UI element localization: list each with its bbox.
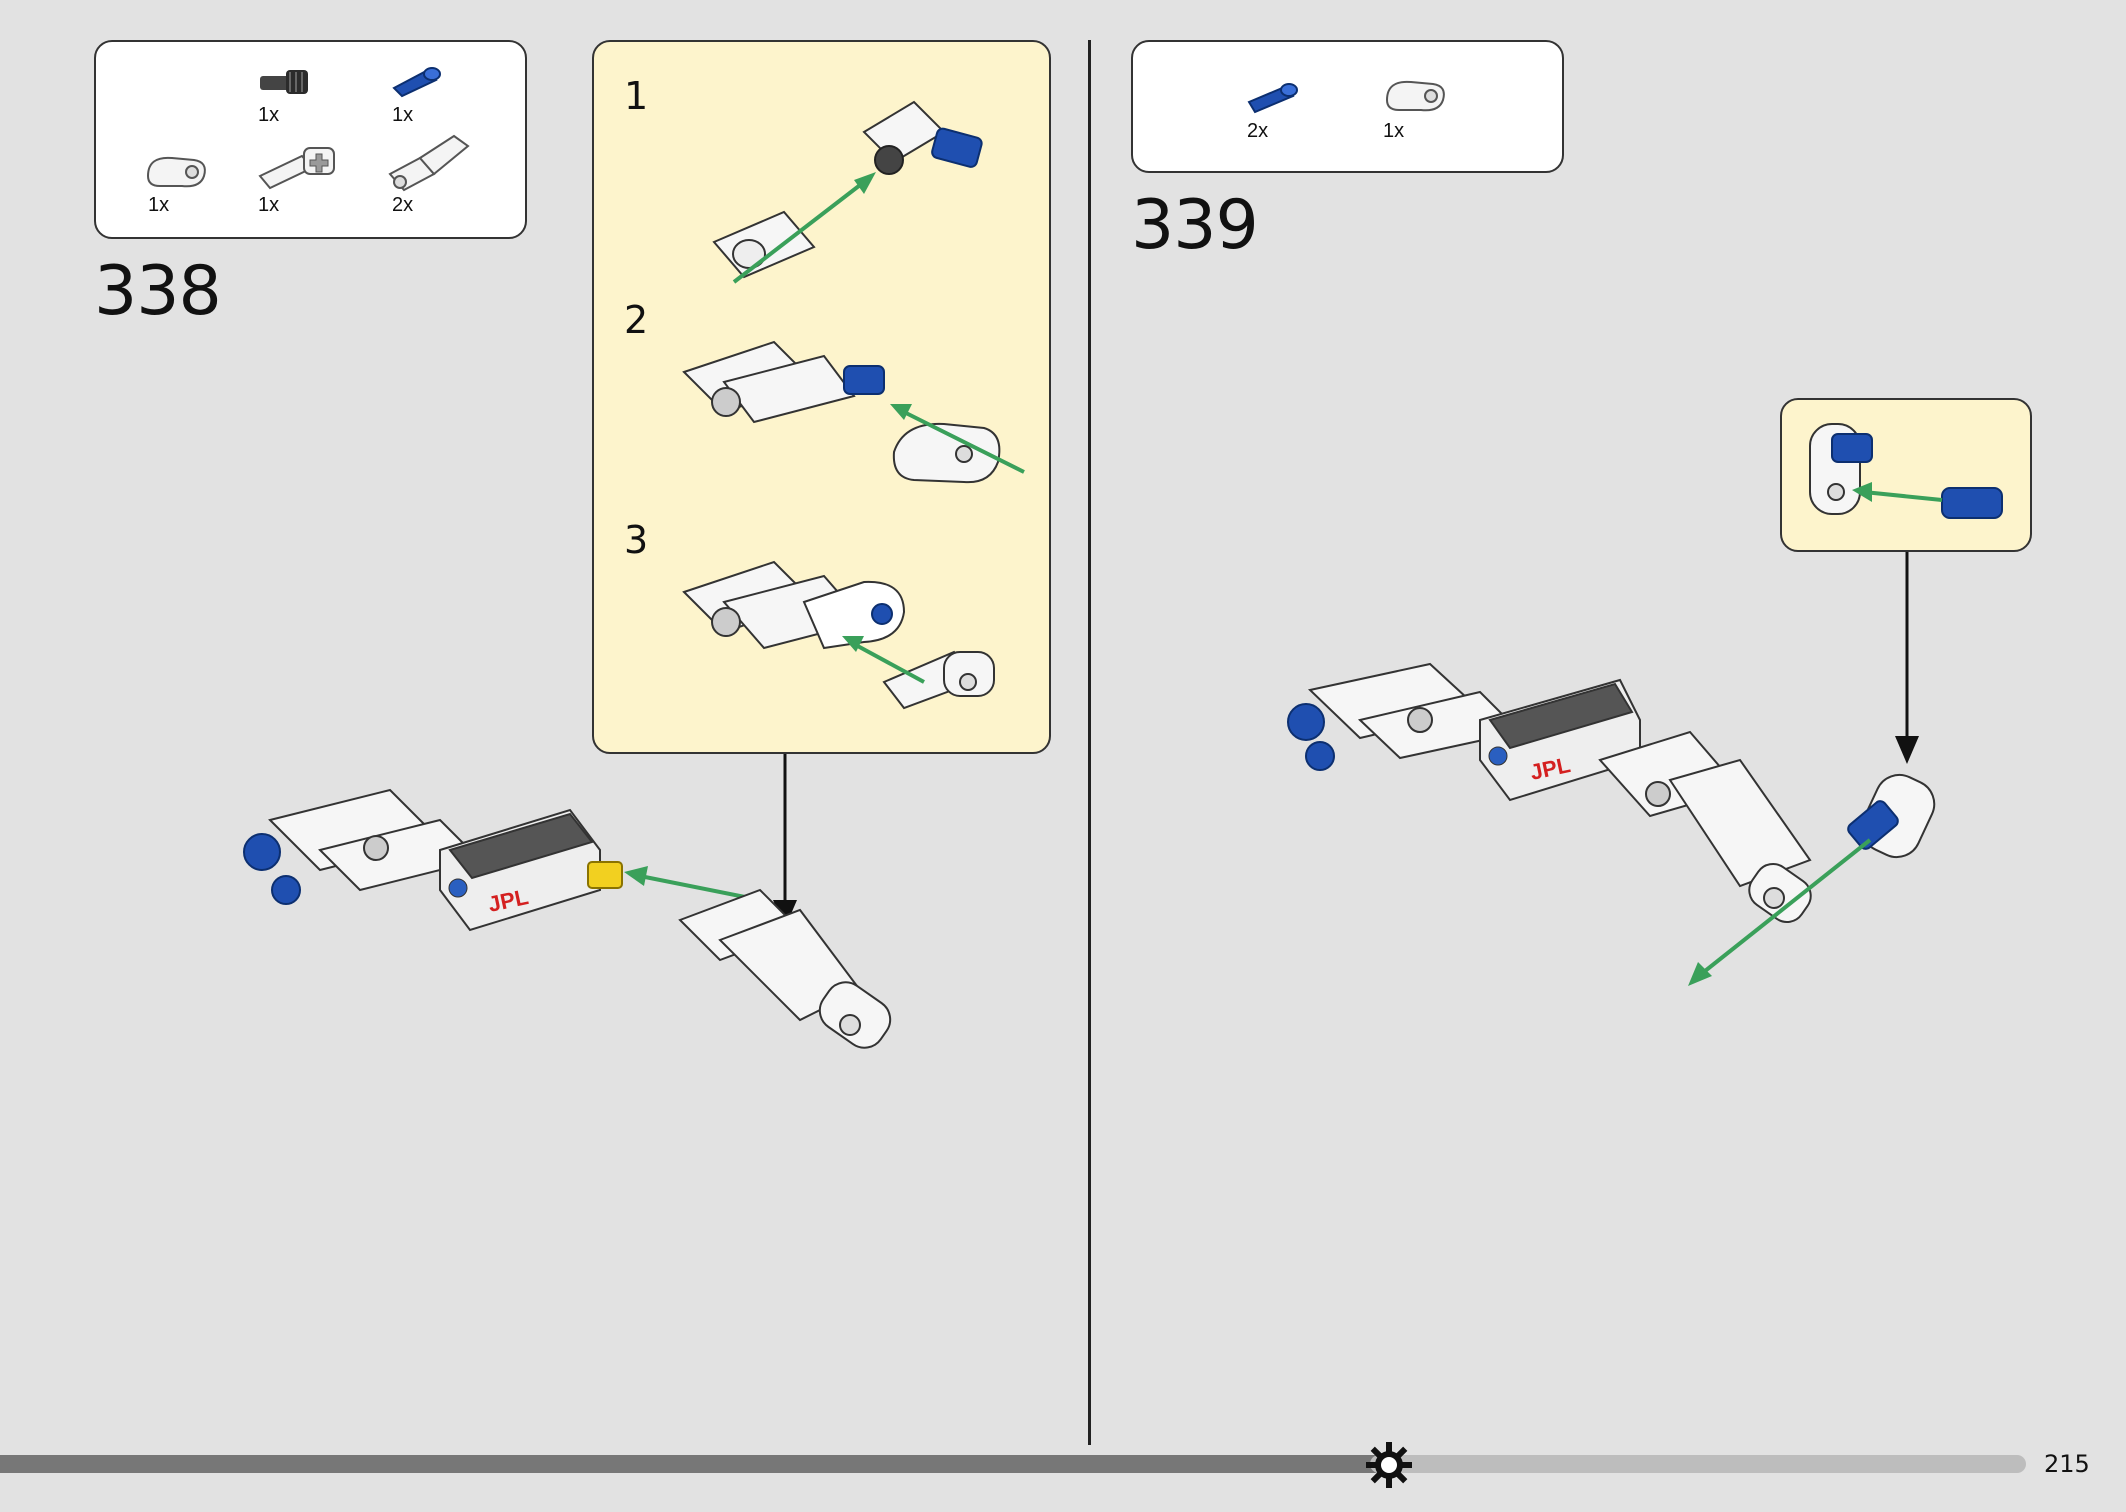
qty-label: 1x: [258, 194, 280, 216]
qty-label: 2x: [1247, 120, 1269, 142]
subassembly-339-illustration: [1809, 423, 2003, 519]
progress-bar-complete: [0, 1455, 1390, 1473]
substep-number: 1: [624, 74, 649, 118]
blue-pin-icon: [1247, 83, 1298, 114]
subassembly-callout-339: [1780, 398, 2032, 552]
thin-liftarm-icon: [146, 156, 206, 188]
parts-list-339: 2x 1x: [1131, 40, 1564, 173]
qty-label: 2x: [392, 194, 414, 216]
qty-label: 1x: [148, 194, 170, 216]
substep-2-illustration: [682, 340, 1025, 484]
thin-liftarm-icon: [1385, 80, 1445, 112]
qty-label: 1x: [1383, 120, 1405, 142]
gear-icon: [1366, 1442, 1412, 1488]
substep-1-illustration: [712, 100, 983, 284]
gear-axle-piece-icon: [260, 70, 308, 94]
callout-pointer-arrow: [1895, 552, 1919, 764]
angle-connector-icon: [388, 134, 470, 192]
qty-label: 1x: [258, 104, 280, 126]
substep-number: 2: [624, 298, 649, 342]
main-model-338: JPL: [243, 788, 892, 1049]
page-divider: [1088, 40, 1091, 1445]
step-number-339: 339: [1131, 186, 1259, 265]
progress-bar-remaining: [1370, 1455, 2026, 1473]
step-number-338: 338: [94, 252, 222, 331]
page-number: 215: [2044, 1450, 2090, 1478]
qty-label: 1x: [392, 104, 414, 126]
subassembly-callout-338: 1 2 3: [592, 40, 1051, 754]
main-model-339: JPL: [1287, 662, 1936, 986]
substep-number: 3: [624, 518, 649, 562]
substep-3-illustration: [682, 560, 995, 710]
blue-pin-icon: [392, 67, 441, 98]
parts-list-338: 1x 1x 1x 1x 2x: [94, 40, 527, 239]
axle-connector-icon: [258, 147, 335, 190]
